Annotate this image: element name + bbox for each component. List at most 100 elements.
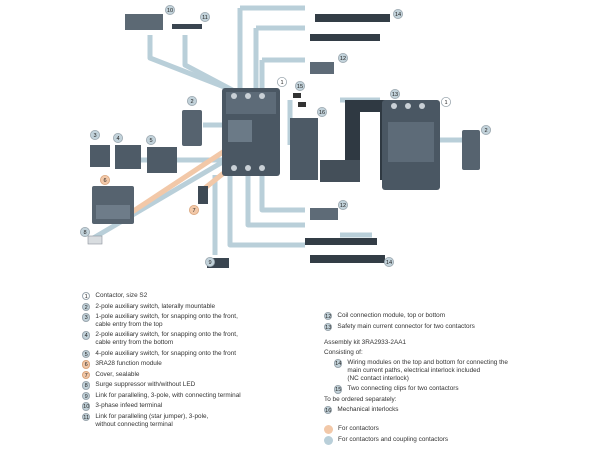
legend-text: 3RA28 function module — [95, 360, 162, 368]
legend-number-badge: 14 — [334, 359, 343, 368]
legend-left: 1 Contactor, size S2 2 2-pole auxiliary swi… — [82, 292, 312, 431]
lateral-aux-switch-2 — [462, 130, 480, 170]
legend-item-14: 14 Wiring modules on the top and bottom f… — [334, 359, 574, 383]
svg-text:1: 1 — [280, 80, 283, 86]
svg-text:2: 2 — [190, 99, 193, 105]
exploded-accessory-diagram: 1 2 2 3 4 5 6 7 8 9 10 11 12 12 13 14 14… — [80, 5, 491, 268]
legend-text: 1-pole auxiliary switch, for snapping on… — [95, 313, 238, 329]
svg-text:14: 14 — [395, 12, 401, 18]
order-separately: To be ordered separately: — [324, 395, 397, 403]
svg-text:4: 4 — [116, 136, 119, 142]
svg-text:12: 12 — [340, 56, 346, 62]
legend-text: 2-pole auxiliary switch, laterally mount… — [95, 302, 216, 310]
legend-item-6: 6 3RA28 function module — [82, 360, 312, 369]
legend-text: Coil connection module, top or bottom — [337, 312, 446, 319]
wiring-module-bottom-2 — [310, 255, 385, 263]
callout-5: 5 — [145, 134, 156, 145]
legend-item-2: 2 2-pole auxiliary switch, laterally moun… — [82, 302, 312, 311]
legend-item-16: 16 Mechanical interlocks — [324, 405, 574, 415]
legend-text: 3-phase infeed terminal — [95, 402, 163, 410]
legend-number-badge: 12 — [324, 312, 333, 321]
callout-2: 2 — [186, 96, 197, 107]
legend-number-badge: 9 — [82, 391, 91, 401]
contactor-s2-second — [382, 100, 440, 190]
callout-4: 4 — [113, 132, 124, 143]
svg-text:16: 16 — [319, 110, 325, 116]
legend-number-badge: 4 — [82, 331, 91, 340]
orange-swatch — [324, 424, 333, 434]
callout-11: 11 — [199, 11, 210, 22]
legend-text: Link for paralleling (star jumper), 3-po… — [95, 413, 209, 428]
legend-number-badge: 1 — [82, 292, 91, 301]
wiring-module-bottom — [305, 238, 377, 245]
legend-item-11: 11 Link for paralleling (star jumper), 3-… — [82, 413, 312, 429]
legend-number-badge: 16 — [324, 405, 333, 415]
callout-9: 9 — [204, 256, 215, 267]
consisting-of: Consisting of: — [324, 349, 363, 357]
legend-text: Cover, sealable — [95, 370, 140, 378]
svg-text:3: 3 — [93, 133, 96, 139]
coil-module-bottom — [310, 208, 338, 220]
callout-10: 10 — [164, 5, 175, 15]
kit-title: Assembly kit 3RA2933-2AA1 — [324, 339, 407, 347]
callout-7: 7 — [188, 204, 199, 215]
callout-6: 6 — [100, 174, 111, 185]
callout-2b: 2 — [480, 125, 491, 136]
svg-text:8: 8 — [83, 230, 86, 236]
svg-text:1: 1 — [444, 100, 447, 106]
legend-text: 2-pole auxiliary switch, for snapping on… — [95, 331, 238, 347]
legend-item-12: 12 Coil connection module, top or bottom — [324, 312, 574, 321]
svg-text:5: 5 — [149, 138, 152, 144]
svg-text:9: 9 — [208, 260, 211, 266]
callout-15: 15 — [294, 81, 305, 92]
legend-item-9: 9 Link for paralleling, 3-pole, with conn… — [82, 391, 312, 401]
svg-text:13: 13 — [392, 92, 398, 98]
svg-text:6: 6 — [103, 178, 106, 184]
legend-item-13: 13 Safety main current connector for two … — [324, 322, 574, 331]
legend-number-badge: 10 — [82, 402, 91, 411]
legend-number-badge: 2 — [82, 302, 91, 311]
key-coupling: For contactors and coupling contactors — [324, 435, 574, 445]
coil-module-top — [310, 62, 334, 74]
key-contactors: For contactors — [324, 424, 574, 434]
star-jumper — [172, 24, 202, 29]
wiring-module-top-2 — [310, 34, 380, 41]
svg-text:10: 10 — [167, 8, 173, 14]
legend-number-badge: 3 — [82, 313, 91, 322]
surge-suppressor — [87, 235, 103, 245]
link-paralleling — [207, 258, 229, 268]
legend-number-badge: 11 — [82, 413, 91, 422]
cover-sealable — [198, 186, 208, 204]
aux-switch-4pole — [147, 147, 177, 173]
legend-text: Safety main current connector for two co… — [337, 322, 475, 330]
legend-number-badge: 6 — [82, 360, 91, 369]
legend-number-badge: 5 — [82, 349, 91, 358]
svg-text:11: 11 — [202, 15, 208, 21]
svg-text:12: 12 — [340, 203, 346, 209]
legend-number-badge: 13 — [324, 322, 333, 331]
legend-number-badge: 8 — [82, 381, 91, 390]
callout-14: 14 — [392, 8, 403, 19]
mechanical-interlock — [290, 118, 318, 180]
callout-1b: 1 — [440, 97, 451, 108]
legend-text: Wiring modules on the top and bottom for… — [347, 359, 508, 383]
callout-12b: 12 — [337, 199, 348, 210]
lateral-aux-switch — [182, 110, 202, 146]
key-coupling-label: For contactors and coupling contactors — [338, 435, 449, 443]
legend-item-7: 7 Cover, sealable — [82, 370, 312, 380]
legend-text: Link for paralleling, 3-pole, with conne… — [95, 391, 241, 399]
legend-text: Mechanical interlocks — [337, 405, 399, 413]
legend-number-badge: 7 — [82, 370, 91, 380]
aux-switch-1pole — [90, 145, 110, 167]
legend-number-badge: 15 — [334, 385, 343, 394]
legend-item-3: 3 1-pole auxiliary switch, for snapping o… — [82, 313, 312, 329]
infeed-terminal — [125, 14, 163, 30]
callout-12: 12 — [337, 53, 348, 64]
legend-item-4: 4 2-pole auxiliary switch, for snapping o… — [82, 331, 312, 347]
callout-3: 3 — [90, 129, 101, 140]
legend-text: Contactor, size S2 — [95, 292, 148, 299]
wiring-module-top — [315, 14, 390, 22]
blue-swatch — [324, 435, 333, 445]
